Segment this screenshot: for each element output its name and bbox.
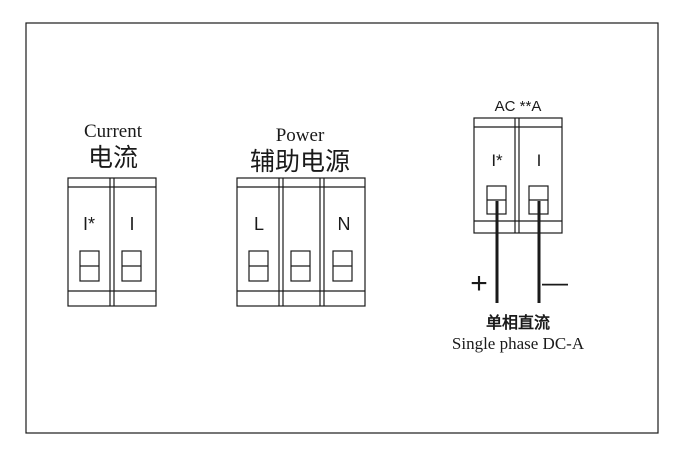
power-screw-slots	[248, 250, 353, 282]
current-screw-slots	[79, 250, 142, 282]
power-terminal-n: N	[338, 214, 351, 234]
dc-header: AC **A	[495, 98, 542, 115]
dc-minus-sign: —	[542, 267, 568, 297]
dc-terminal-i: I	[537, 151, 542, 170]
current-label-cn: 电流	[88, 143, 138, 172]
dc-label-en: Single phase DC-A	[452, 334, 585, 353]
current-terminal-i: I	[129, 214, 134, 234]
current-terminal-block	[67, 177, 157, 307]
power-label-en: Power	[276, 125, 325, 146]
dc-label-cn: 单相直流	[486, 313, 550, 332]
power-label-cn: 辅助电源	[250, 147, 350, 176]
diagram-border	[25, 22, 659, 434]
dc-terminal-block	[473, 117, 563, 234]
current-label-en: Current	[84, 121, 143, 142]
power-block: Power 辅助电源 L N	[236, 125, 366, 307]
current-terminal-i-star: I*	[83, 214, 95, 234]
current-block: Current 电流 I* I	[67, 121, 157, 307]
power-terminal-block	[236, 177, 366, 307]
dc-plus-sign: +	[470, 267, 488, 300]
dc-block: AC **A I* I + — 单相直流 Single phase DC-A	[452, 98, 585, 353]
dc-terminal-i-star: I*	[491, 151, 503, 170]
power-terminal-l: L	[254, 214, 264, 234]
